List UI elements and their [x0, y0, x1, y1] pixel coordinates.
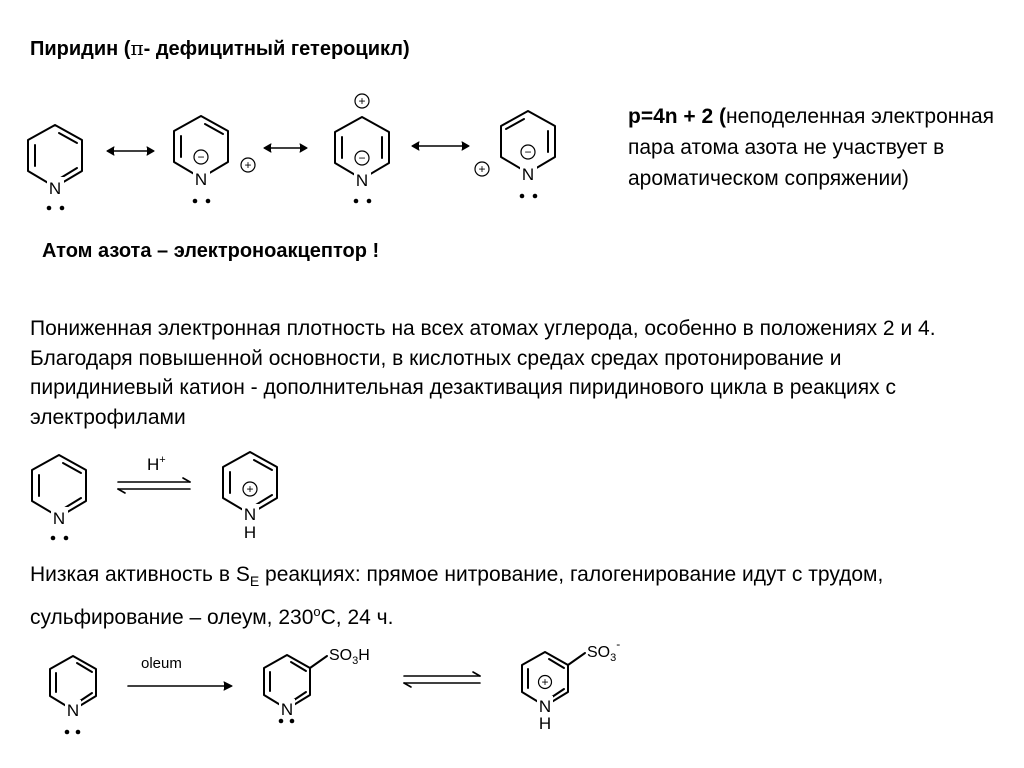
nitrogen-label: N: [539, 697, 551, 716]
plus-charge: +: [358, 94, 365, 108]
resonance-arrow-1: [106, 146, 155, 156]
huckel-formula: p=4n + 2 (: [628, 105, 727, 128]
minus-charge: −: [197, 150, 204, 164]
nitrogen-label: N: [522, 165, 534, 184]
nitrogen-label: N: [53, 509, 65, 528]
nitrogen-label: N: [244, 505, 256, 524]
nitrogen-label: N: [67, 701, 79, 720]
se-middle: реакциях: прямое нитрование, галогениров…: [30, 563, 884, 629]
se-degree: o: [313, 603, 321, 619]
oleum-reaction-arrow: [127, 681, 233, 691]
protonation-equilibrium-arrows: [117, 477, 191, 494]
plus-charge: +: [541, 675, 548, 689]
huckel-rule-note: p=4n + 2 (неподеленная электронная пара …: [628, 101, 1008, 194]
oleum-label: oleum: [141, 655, 182, 672]
so3-anion-group: SO3-: [587, 637, 620, 664]
so3h-group: SO3H: [329, 647, 370, 667]
se-activity-paragraph: Низкая активность в SE реакциях: прямое …: [30, 560, 1010, 632]
title-suffix: - дефицитный гетероцикл): [143, 38, 410, 60]
nitrogen-acceptor-note: Атом азота – электроноакцептор !: [42, 240, 380, 262]
pyridinium-3-sulfonate-zwitterion: [521, 651, 586, 707]
title-prefix: Пиридин (: [30, 38, 131, 60]
nitrogen-label: N: [356, 171, 368, 190]
minus-charge: −: [358, 151, 365, 165]
lone-pair-dots: [46, 193, 538, 735]
hydrogen-label: H: [539, 714, 551, 733]
hydrogen-label: H: [244, 523, 256, 542]
pyridine-3-sulfonic-acid: [263, 654, 328, 710]
pi-symbol: π: [130, 36, 144, 60]
se-subscript: E: [249, 573, 260, 590]
charge-circles: [193, 93, 536, 177]
nitrogen-label: N: [49, 179, 61, 198]
se-before: Низкая активность в S: [30, 563, 250, 586]
plus-charge: +: [246, 482, 253, 496]
plus-charge: +: [244, 158, 251, 172]
nitrogen-label: N: [195, 170, 207, 189]
page-title: Пиридин (π- дефицитный гетероцикл): [30, 36, 410, 61]
plus-charge: +: [478, 162, 485, 176]
minus-charge: −: [524, 145, 531, 159]
huckel-explanation: неподеленная электронная пара атома азот…: [628, 105, 994, 190]
nitrogen-label: N: [281, 700, 293, 719]
proton-reagent: H+: [147, 454, 166, 474]
resonance-arrow-3: [411, 141, 470, 151]
sulfonation-equilibrium-arrows: [403, 671, 481, 688]
resonance-arrow-2: [263, 143, 308, 153]
electron-density-paragraph: Пониженная электронная плотность на всех…: [30, 317, 936, 429]
se-after: С, 24 ч.: [320, 605, 394, 629]
